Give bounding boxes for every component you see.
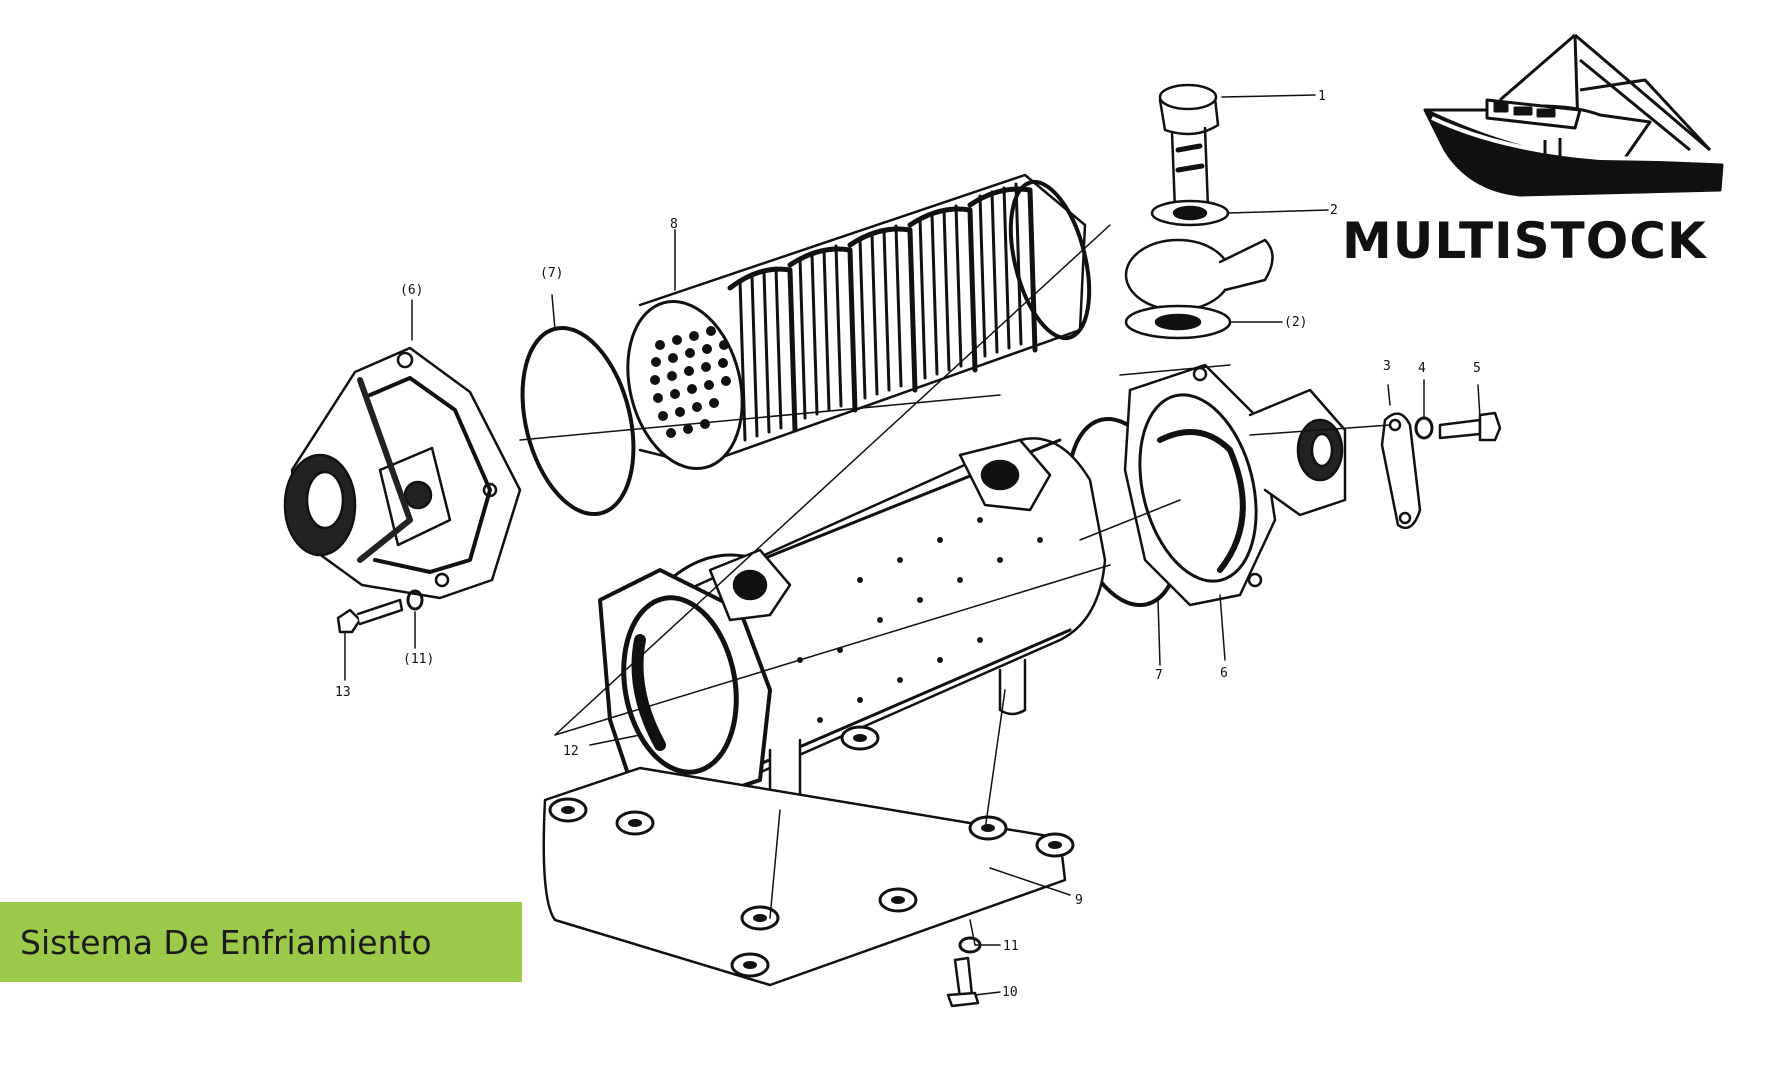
washer xyxy=(1414,416,1434,440)
bolt-5 xyxy=(1438,411,1502,442)
label-6-paren: (6) xyxy=(400,283,423,298)
label-13: 13 xyxy=(335,685,351,700)
base-plate xyxy=(542,725,1075,987)
label-11: 11 xyxy=(1003,939,1019,954)
caption-text: Sistema De Enfriamiento xyxy=(20,922,432,962)
boat-logo xyxy=(1423,33,1724,197)
tube-bundle xyxy=(626,173,1092,471)
brand-wordmark: MULTISTOCK xyxy=(1342,212,1707,270)
label-1: 1 xyxy=(1318,89,1326,104)
zinc-plug-assembly xyxy=(1124,83,1274,340)
bolt-13 xyxy=(336,598,404,634)
washer-11-left xyxy=(406,589,424,611)
label-3: 3 xyxy=(1383,359,1391,374)
caption-banner: Sistema De Enfriamiento xyxy=(0,902,522,982)
label-8: 8 xyxy=(670,217,678,232)
cooler-body xyxy=(598,437,1107,807)
label-7: 7 xyxy=(1155,668,1163,683)
label-9: 9 xyxy=(1075,893,1083,908)
label-12: 12 xyxy=(563,744,579,759)
label-4: 4 xyxy=(1418,361,1426,376)
cover-plate xyxy=(1380,412,1422,530)
label-11-paren: (11) xyxy=(403,652,434,667)
left-end-cover xyxy=(283,346,522,600)
label-2: 2 xyxy=(1330,203,1338,218)
label-5: 5 xyxy=(1473,361,1481,376)
bolt-10 xyxy=(946,956,980,1008)
right-end-cover xyxy=(1123,363,1347,607)
label-7-paren: (7) xyxy=(540,266,563,281)
label-10: 10 xyxy=(1002,985,1018,1000)
label-2-paren: (2) xyxy=(1284,315,1307,330)
label-6: 6 xyxy=(1220,666,1228,681)
